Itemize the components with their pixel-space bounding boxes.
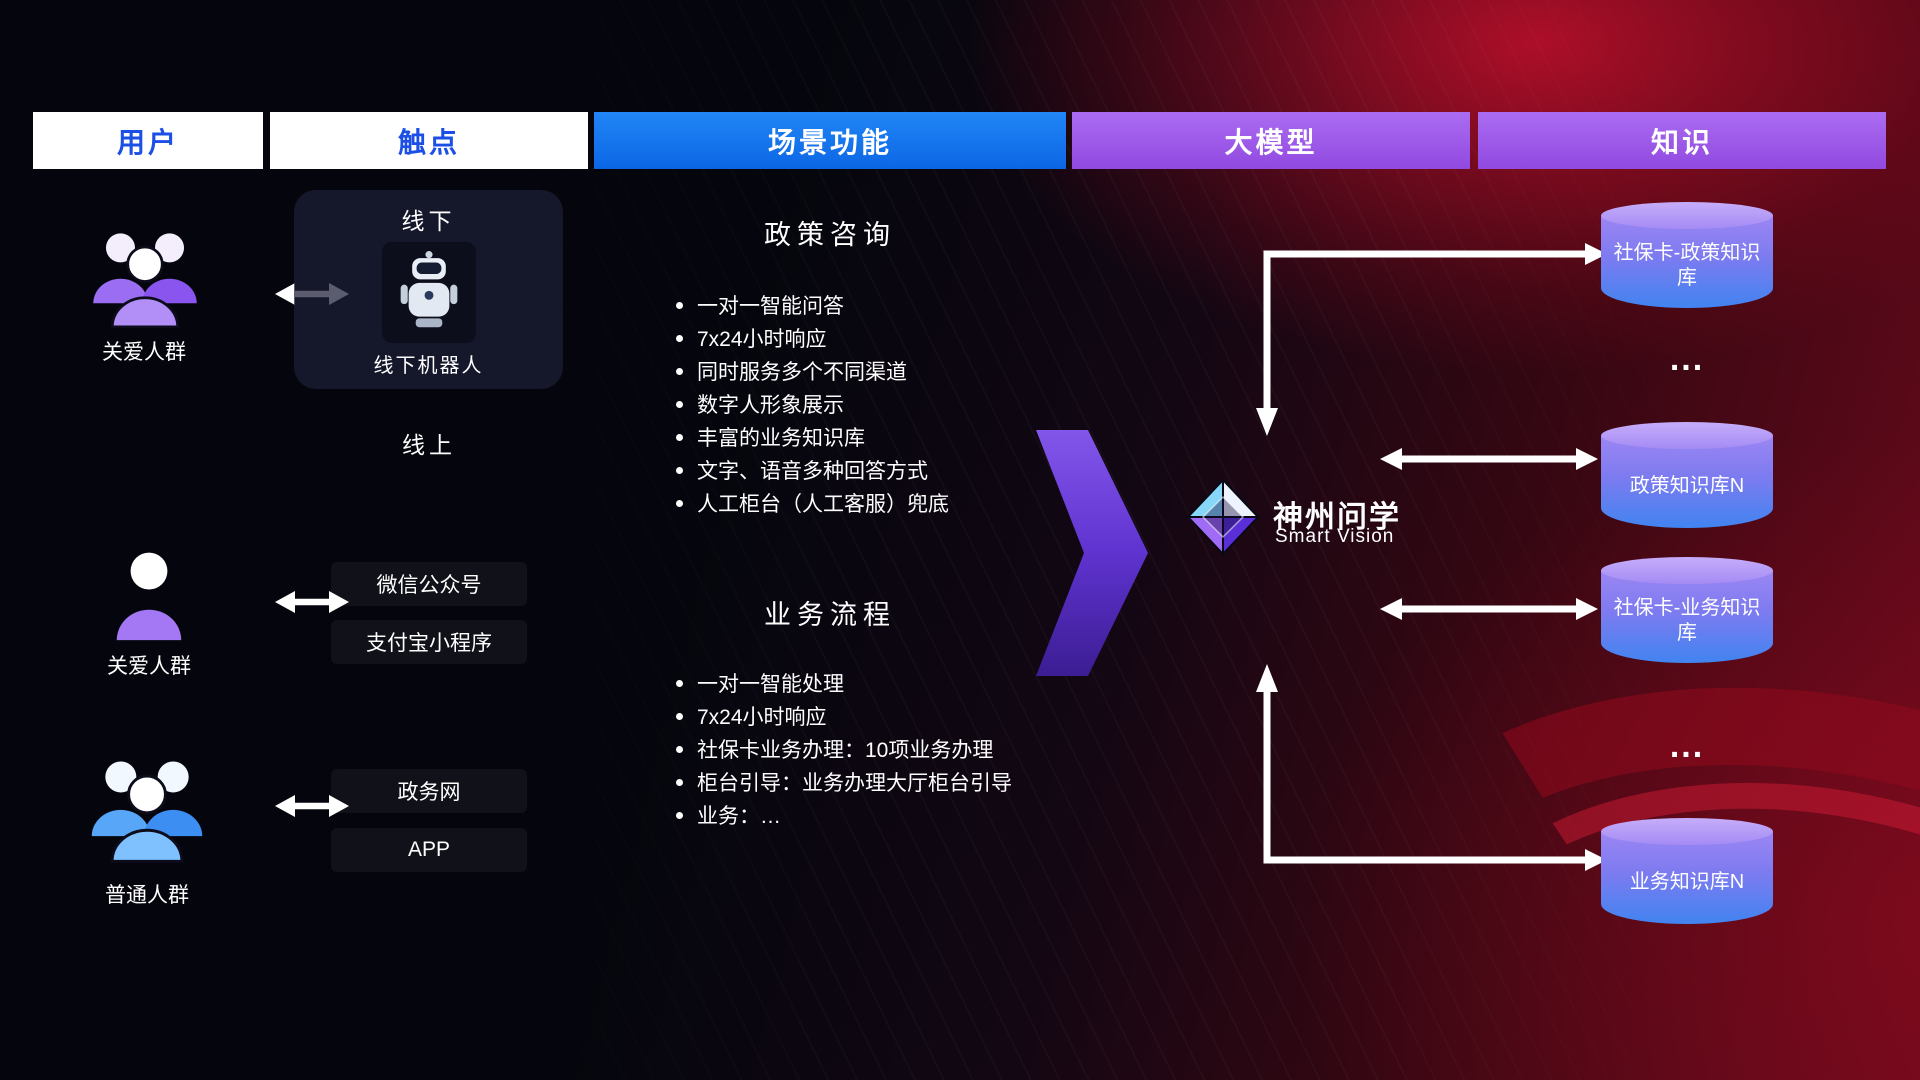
- bullet-dot: [676, 778, 683, 786]
- bullet-dot: [676, 400, 683, 408]
- user-label-care-2: 关爱人群: [107, 655, 191, 678]
- touchpoint-label: 微信公众号: [376, 574, 482, 597]
- cylinder-body: [1601, 435, 1773, 528]
- bullet-item: 柜台引导：业务办理大厅柜台引导: [676, 771, 1012, 795]
- scenario-process-list: 一对一智能处理 7x24小时响应 社保卡业务办理：10项业务办理 柜台引导：业务…: [676, 672, 1012, 828]
- bullet-item: 7x24小时响应: [676, 705, 1012, 729]
- bullet-dot: [676, 301, 683, 309]
- cylinder-body: [1601, 215, 1773, 308]
- brand-subtitle: Smart Vision: [1275, 526, 1395, 547]
- cylinder-top: [1601, 422, 1773, 449]
- bullet-text: 数字人形象展示: [697, 394, 844, 417]
- bullet-item: 人工柜台（人工客服）兜底: [676, 492, 949, 516]
- group-people-purple-icon: [93, 233, 197, 329]
- bullet-dot: [676, 712, 683, 720]
- cylinder-body: [1601, 570, 1773, 663]
- diamond-logo-icon: [1185, 477, 1261, 557]
- bullet-dot: [676, 367, 683, 375]
- touchpoint-label: APP: [407, 838, 451, 861]
- bullet-dot: [676, 433, 683, 441]
- touchpoint-app: APP: [331, 828, 527, 872]
- bullet-dot: [676, 745, 683, 753]
- robot-icon: [400, 251, 457, 328]
- bullet-text: 7x24小时响应: [697, 706, 827, 729]
- bullet-text: 文字、语音多种回答方式: [697, 460, 928, 483]
- header-label: 用户: [116, 126, 179, 158]
- bullet-item: 数字人形象展示: [676, 393, 949, 417]
- header-col-scenarios: 场景功能: [594, 112, 1066, 169]
- touchpoint-govweb: 政务网: [331, 769, 527, 813]
- elbow-arrow-top-icon: [1256, 243, 1607, 436]
- bullet-text: 柜台引导：业务办理大厅柜台引导: [697, 772, 1012, 795]
- robot-tile: [381, 242, 476, 343]
- cylinder-top: [1601, 557, 1773, 584]
- bullet-dot: [676, 679, 683, 687]
- cylinder-label: 社保卡-政策知识库: [1613, 242, 1761, 289]
- user-label-care-1: 关爱人群: [102, 341, 186, 364]
- touchpoint-label: 支付宝小程序: [366, 632, 492, 655]
- knowledge-db-business-shebao: 社保卡-业务知识库: [1601, 557, 1773, 663]
- touchpoint-wechat: 微信公众号: [331, 562, 527, 606]
- header-label: 大模型: [1224, 126, 1318, 158]
- user-label-normal: 普通人群: [105, 884, 189, 907]
- bullet-item: 7x24小时响应: [676, 327, 949, 351]
- double-arrow-policy-icon: [1380, 448, 1598, 470]
- bullet-item: 文字、语音多种回答方式: [676, 459, 949, 483]
- touchpoint-offline-panel: 线下 线下机器人: [294, 190, 563, 389]
- touchpoint-label: 政务网: [397, 781, 461, 804]
- cylinder-label: 社保卡-业务知识库: [1613, 597, 1761, 644]
- header-col-users: 用户: [33, 112, 263, 169]
- scenario-policy-list: 一对一智能问答 7x24小时响应 同时服务多个不同渠道 数字人形象展示 丰富的业…: [676, 294, 949, 516]
- bullet-dot: [676, 466, 683, 474]
- online-label: 线上: [402, 432, 456, 458]
- header-col-touchpoints: 触点: [270, 112, 588, 169]
- bullet-item: 丰富的业务知识库: [676, 426, 949, 450]
- header-label: 场景功能: [767, 126, 892, 158]
- double-arrow-icon: [275, 591, 349, 613]
- bullet-text: 同时服务多个不同渠道: [697, 361, 907, 384]
- cylinder-body: [1601, 831, 1773, 924]
- cylinder-top: [1601, 202, 1773, 229]
- bullet-dot: [676, 334, 683, 342]
- ellipsis-top: ...: [1669, 340, 1705, 378]
- elbow-arrow-bottom-icon: [1256, 664, 1607, 871]
- bullet-text: 一对一智能问答: [697, 295, 844, 318]
- header-label: 知识: [1650, 126, 1713, 158]
- scenario-process-title: 业务流程: [764, 600, 896, 630]
- touchpoint-alipay: 支付宝小程序: [331, 620, 527, 664]
- bullet-text: 业务：…: [697, 805, 781, 828]
- knowledge-db-business-n: 业务知识库N: [1601, 818, 1773, 924]
- bullet-text: 一对一智能处理: [697, 673, 844, 696]
- double-arrow-icon: [275, 795, 349, 817]
- bullet-item: 一对一智能处理: [676, 672, 1012, 696]
- bullet-text: 丰富的业务知识库: [697, 427, 865, 450]
- header-label: 触点: [397, 126, 460, 158]
- offline-label: 线下: [401, 208, 456, 234]
- robot-label: 线下机器人: [373, 355, 484, 377]
- cylinder-top: [1601, 818, 1773, 845]
- bullet-item: 社保卡业务办理：10项业务办理: [676, 738, 1012, 762]
- header-col-model: 大模型: [1072, 112, 1470, 169]
- group-people-blue-icon: [91, 761, 203, 863]
- scenario-policy-title: 政策咨询: [764, 220, 896, 250]
- bullet-dot: [676, 499, 683, 507]
- double-arrow-business-icon: [1380, 598, 1598, 620]
- bullet-item: 一对一智能问答: [676, 294, 949, 318]
- knowledge-db-policy-n: 政策知识库N: [1601, 422, 1773, 528]
- bullet-item: 同时服务多个不同渠道: [676, 360, 949, 384]
- cylinder-label: 业务知识库N: [1629, 870, 1745, 893]
- knowledge-db-policy-shebao: 社保卡-政策知识库: [1601, 202, 1773, 308]
- bullet-item: 业务：…: [676, 804, 1012, 828]
- bullet-text: 7x24小时响应: [697, 328, 827, 351]
- brand-name: 神州问学: [1273, 501, 1401, 534]
- bullet-text: 社保卡业务办理：10项业务办理: [697, 739, 994, 762]
- ellipsis-bottom: ...: [1669, 727, 1705, 765]
- header-col-knowledge: 知识: [1478, 112, 1886, 169]
- single-person-purple-icon: [116, 552, 182, 641]
- bullet-text: 人工柜台（人工客服）兜底: [697, 493, 949, 516]
- bullet-dot: [676, 811, 683, 819]
- cylinder-label: 政策知识库N: [1629, 474, 1745, 497]
- flow-arrow-icon: [1036, 430, 1148, 676]
